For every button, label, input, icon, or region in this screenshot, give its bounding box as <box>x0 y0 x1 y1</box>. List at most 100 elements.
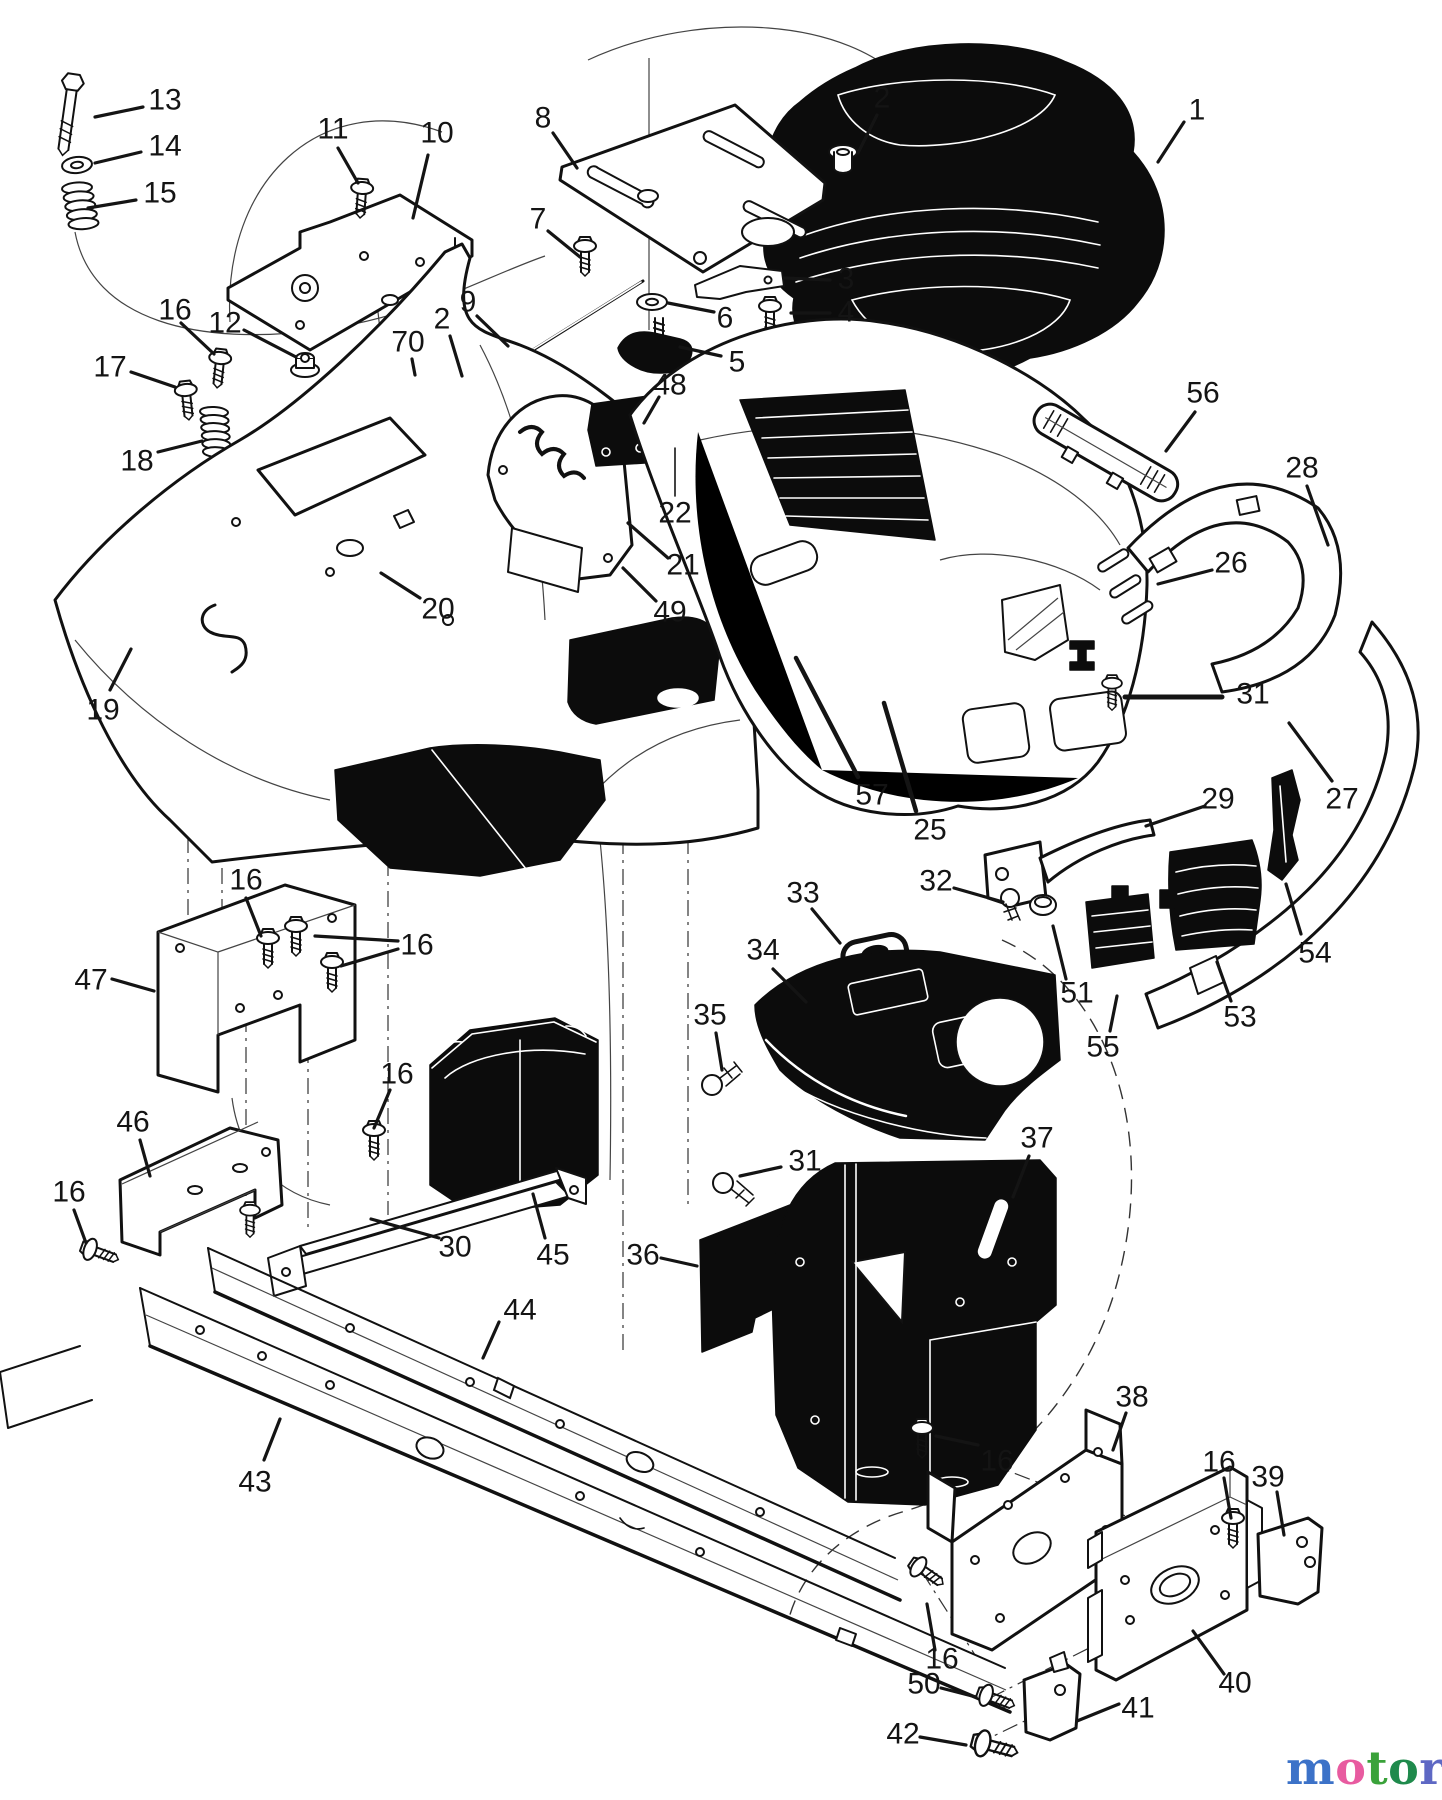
callout-leader-44 <box>481 1320 501 1360</box>
callout-label-14: 14 <box>148 130 181 163</box>
callout-leader-20 <box>379 571 422 600</box>
callout-label-29: 29 <box>1201 783 1234 816</box>
callout-label-2: 2 <box>874 82 891 115</box>
plate-41 <box>1022 1651 1082 1742</box>
callout-label-34: 34 <box>746 934 779 967</box>
callout-leader-34 <box>771 967 808 1004</box>
callout-leader-9 <box>475 314 510 348</box>
callout-label-27: 27 <box>1325 783 1358 816</box>
callout-leader-46 <box>138 1138 152 1178</box>
callout-label-25: 25 <box>913 814 946 847</box>
callout-label-30: 30 <box>438 1231 471 1264</box>
callout-label-57: 57 <box>855 779 888 812</box>
callout-leader-2 <box>856 113 879 155</box>
callout-leader-56 <box>1164 410 1197 453</box>
frame-rail-43 <box>0 1287 1012 1714</box>
callout-label-18: 18 <box>120 445 153 478</box>
callout-leader-16 <box>179 321 216 356</box>
callout-label-3: 3 <box>838 263 855 296</box>
callout-leader-16 <box>925 1602 937 1652</box>
callout-label-16: 16 <box>925 1643 958 1676</box>
callout-leader-13 <box>93 105 145 119</box>
callout-label-39: 39 <box>1251 1461 1284 1494</box>
spring-15 <box>61 181 100 231</box>
callout-leader-40 <box>1191 1629 1226 1676</box>
callout-leader-25 <box>881 700 919 814</box>
watermark: motoruf.de <box>1286 1741 1442 1795</box>
callout-leader-15 <box>86 198 138 210</box>
callout-label-51: 51 <box>1060 977 1093 1010</box>
callout-leader-16 <box>339 947 400 968</box>
callout-label-1: 1 <box>1189 94 1206 127</box>
callout-label-40: 40 <box>1218 1667 1251 1700</box>
callout-label-32: 32 <box>919 865 952 898</box>
callout-label-46: 46 <box>116 1106 149 1139</box>
callout-label-48: 48 <box>653 369 686 402</box>
callout-leader-12 <box>242 328 298 359</box>
screw-35 <box>701 1061 743 1096</box>
dash-housing-37 <box>771 1159 1057 1506</box>
callout-leader-49 <box>621 566 658 603</box>
callout-leader-41 <box>1075 1702 1121 1723</box>
grommet-2-upper <box>828 144 858 174</box>
watermark-brand-text[interactable]: motoruf.de <box>1286 1741 1442 1795</box>
callout-leader-45 <box>531 1192 547 1240</box>
hood-emblem <box>1069 640 1095 671</box>
callout-label-7: 7 <box>530 203 547 236</box>
bracket-40 <box>1087 1465 1263 1682</box>
callout-leader-11 <box>336 146 360 185</box>
hood-part <box>628 317 1154 816</box>
frame-rail-44 <box>207 1247 902 1602</box>
grille-55 <box>1085 885 1155 969</box>
callout-label-49: 49 <box>653 596 686 629</box>
callout-leader-48 <box>642 395 661 425</box>
callout-label-17: 17 <box>93 351 126 384</box>
callout-leader-42 <box>918 1735 968 1747</box>
callout-label-10: 10 <box>420 117 453 150</box>
callout-label-31: 31 <box>1236 678 1269 711</box>
callout-leader-28 <box>1305 484 1330 547</box>
callout-label-47: 47 <box>74 964 107 997</box>
hood-seal-57 <box>695 432 822 770</box>
callout-label-16: 16 <box>229 864 262 897</box>
callout-leader-35 <box>714 1031 724 1072</box>
callout-label-16: 16 <box>380 1058 413 1091</box>
callout-leader-17 <box>129 370 177 389</box>
callout-leader-55 <box>1108 994 1119 1033</box>
callout-leader-16 <box>72 1208 88 1245</box>
dash-cowl-34 <box>754 949 1061 1141</box>
callout-leader-53 <box>1215 960 1233 1003</box>
callout-label-16: 16 <box>980 1445 1013 1478</box>
callout-leader-33 <box>810 907 842 945</box>
callout-label-55: 55 <box>1086 1031 1119 1064</box>
callout-label-16: 16 <box>52 1176 85 1209</box>
callout-label-56: 56 <box>1186 377 1219 410</box>
callout-leader-51 <box>1051 924 1068 981</box>
callout-leader-37 <box>1011 1154 1031 1199</box>
callout-leader-21 <box>626 521 670 560</box>
screw-31-lower <box>712 1172 755 1207</box>
callout-leader-7 <box>546 229 582 259</box>
callout-label-53: 53 <box>1223 1001 1256 1034</box>
callout-label-4: 4 <box>838 296 855 329</box>
callout-label-45: 45 <box>536 1239 569 1272</box>
cross-strap-30 <box>239 1167 587 1297</box>
callout-label-21: 21 <box>666 549 699 582</box>
callout-leader-29 <box>1144 804 1207 828</box>
callout-leader-39 <box>1275 1490 1286 1537</box>
callout-label-6: 6 <box>717 302 734 335</box>
callout-leader-6 <box>666 301 716 314</box>
callout-label-15: 15 <box>143 177 176 210</box>
callout-leader-50 <box>939 1686 978 1699</box>
bumper-upper-28 <box>1001 482 1343 694</box>
callout-leader-1 <box>1156 120 1186 164</box>
callout-label-31: 31 <box>788 1145 821 1178</box>
callout-label-11: 11 <box>317 113 348 146</box>
callout-label-16: 16 <box>158 294 191 327</box>
callout-leader-16 <box>1222 1476 1233 1520</box>
callout-label-16: 16 <box>400 929 433 962</box>
seat-plate-part <box>558 103 827 274</box>
